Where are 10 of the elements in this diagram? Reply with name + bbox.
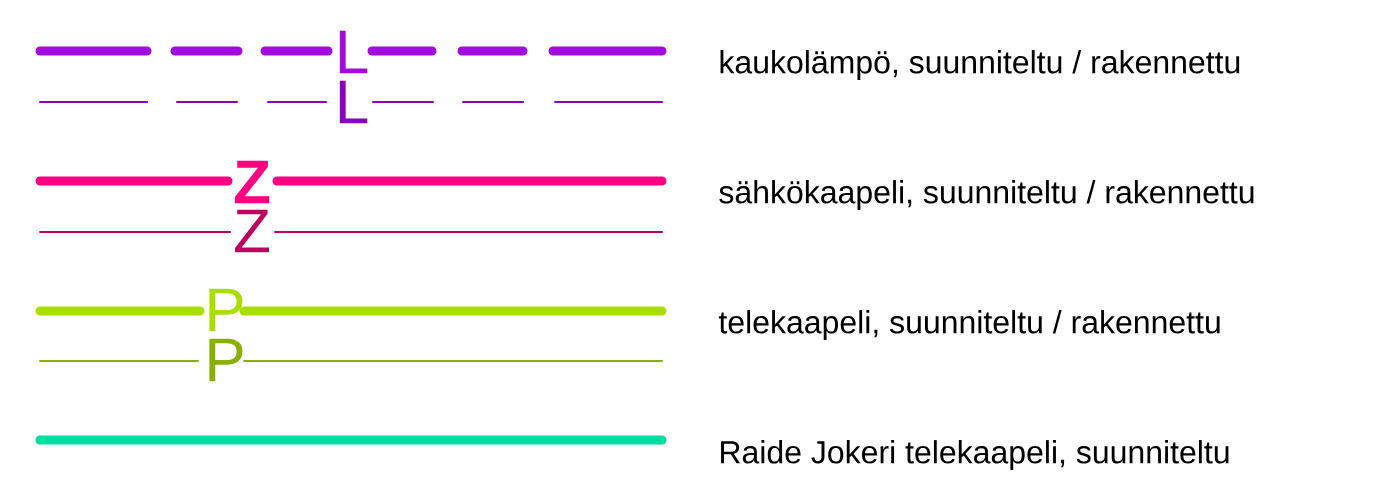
legend-text: telekaapeli, suunniteltu / rakennettu xyxy=(718,310,1220,340)
legend-text: Raide Jokeri telekaapeli, suunniteltu xyxy=(721,440,1229,470)
line-symbol: Z xyxy=(234,160,270,204)
line-symbol: Z xyxy=(235,209,269,253)
legend-text: sähkökaapeli, suunniteltu / rakennettu xyxy=(719,180,1254,210)
line-symbol: P xyxy=(209,288,243,332)
line-symbol: L xyxy=(339,80,368,124)
line-symbol: L xyxy=(339,30,368,74)
line-symbol: P xyxy=(209,338,243,382)
legend-text: kaukolämpö, suunniteltu / rakennettu xyxy=(720,50,1240,80)
